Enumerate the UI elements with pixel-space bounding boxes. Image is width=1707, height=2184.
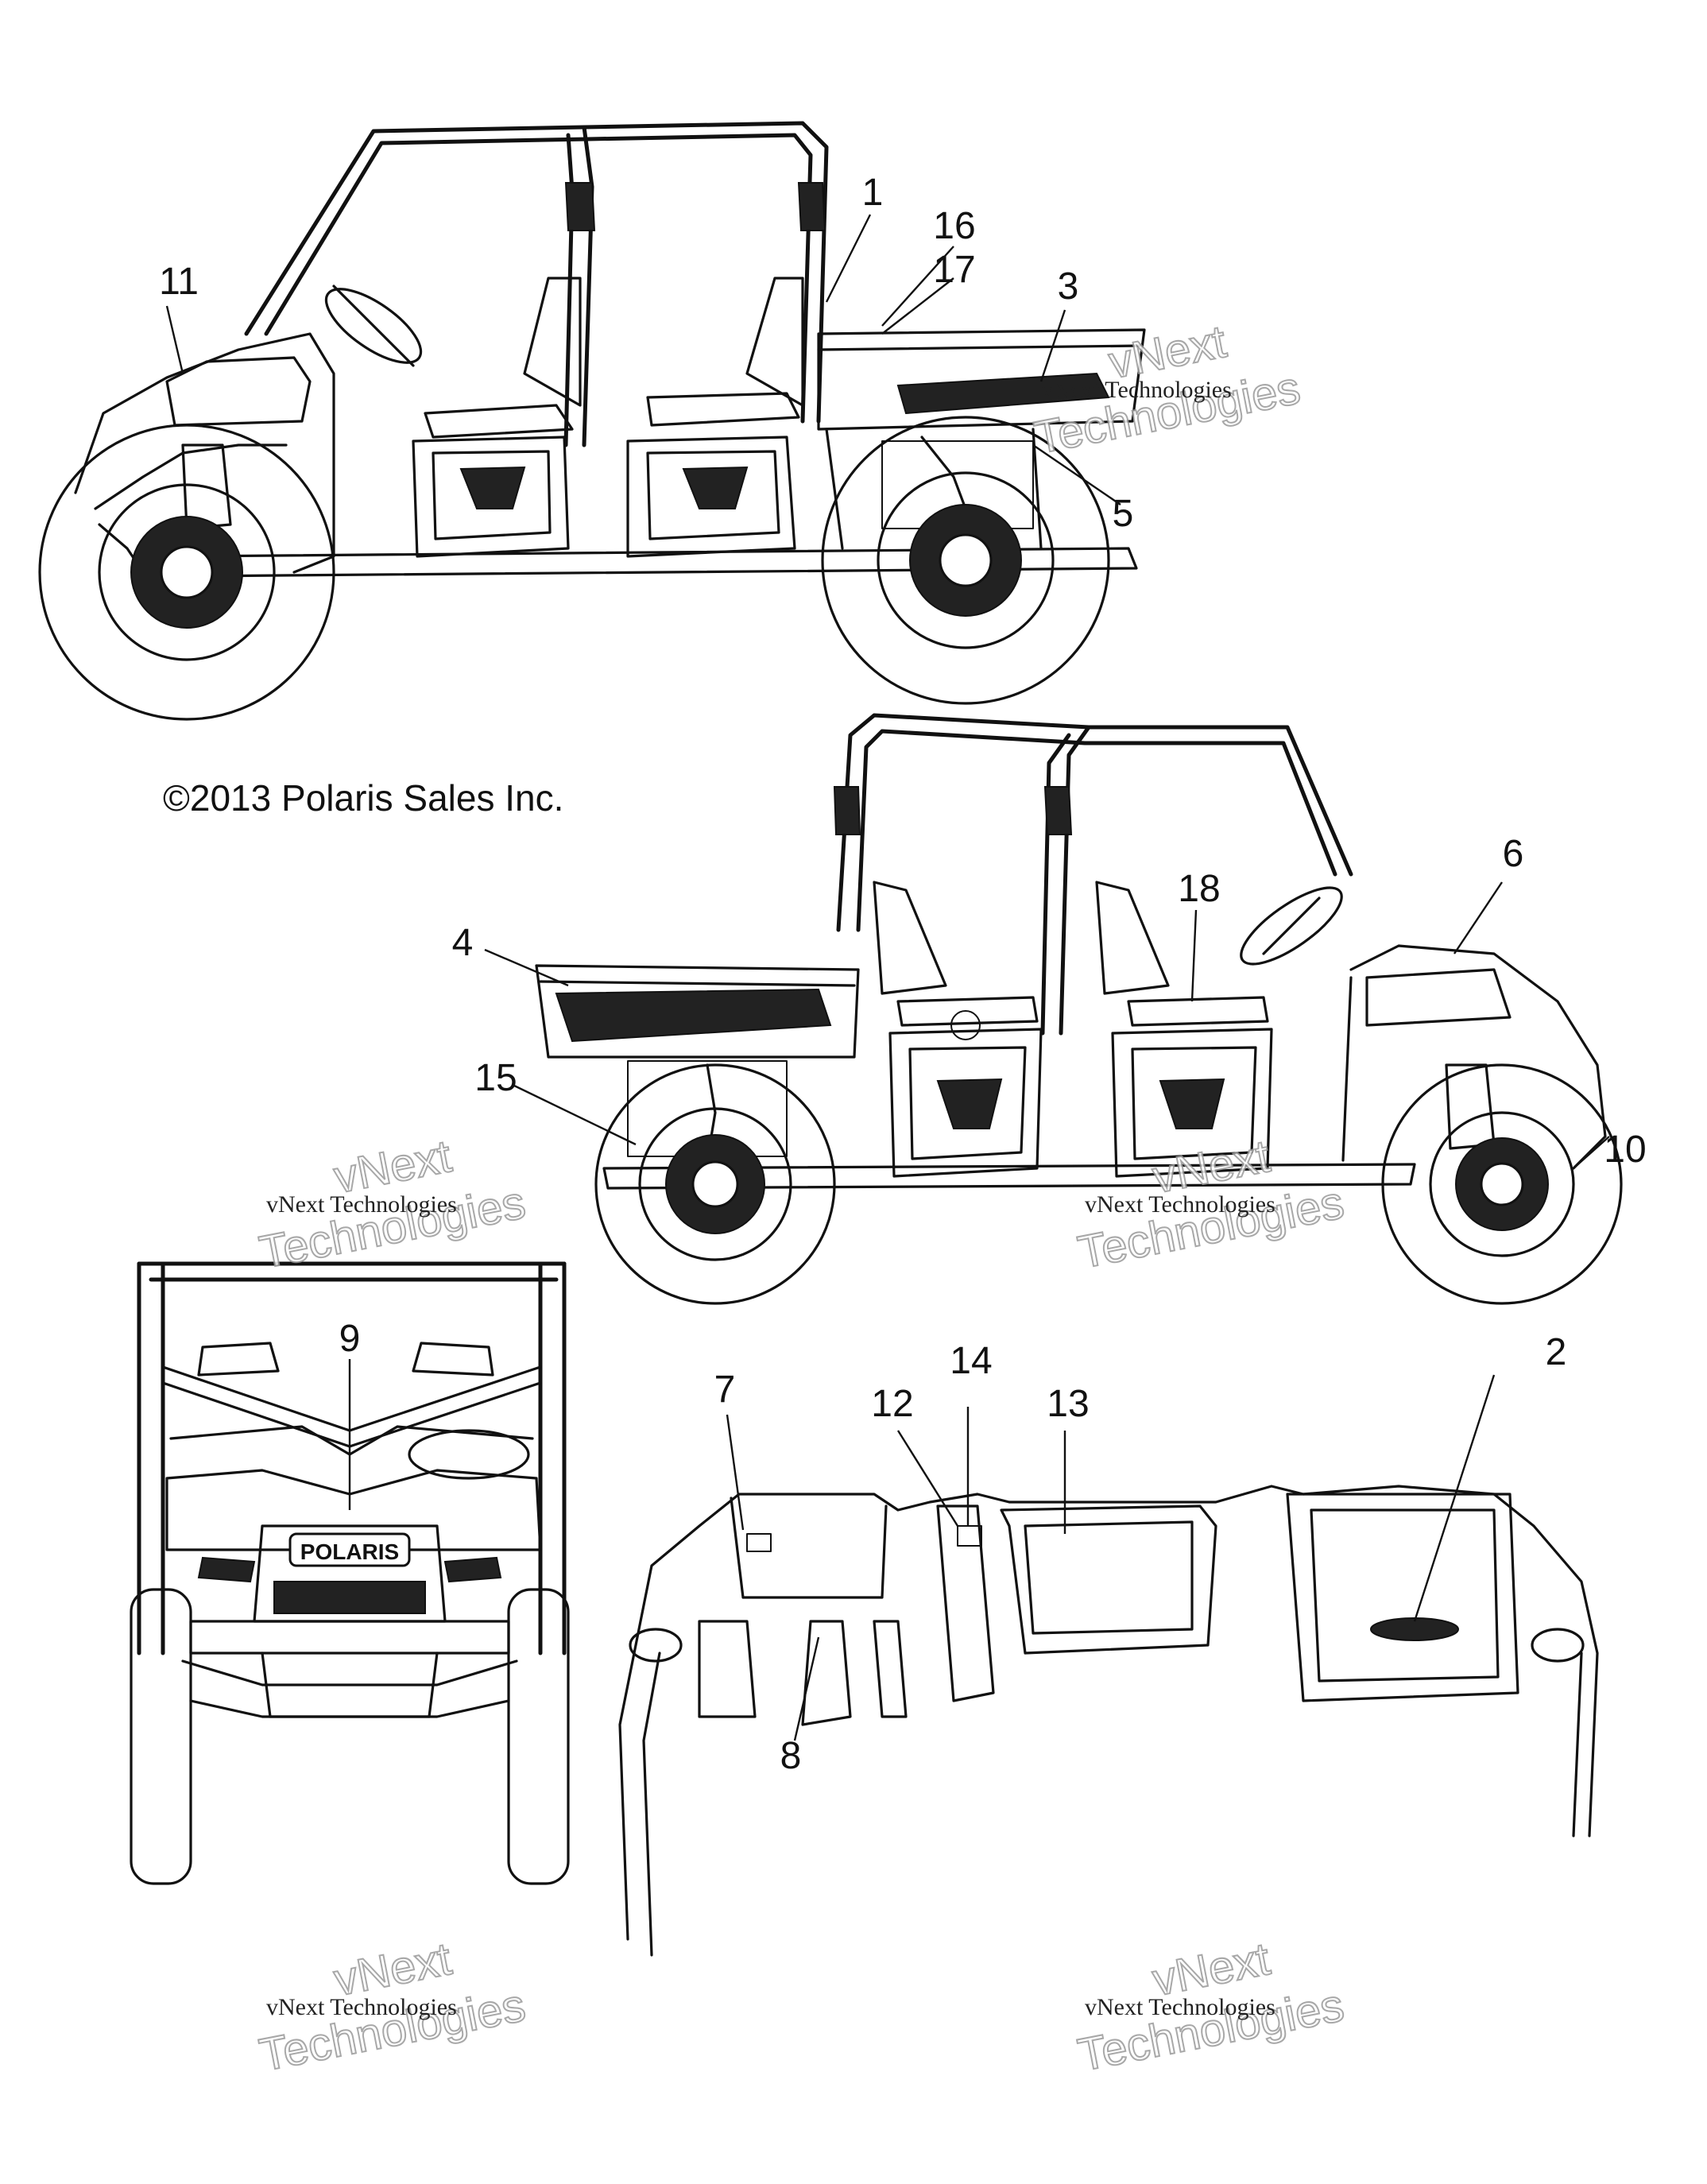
copyright-notice: ©2013 Polaris Sales Inc. [163, 777, 563, 819]
callout-5: 5 [1113, 493, 1134, 535]
svg-text:vNext Technologies: vNext Technologies [266, 1191, 457, 1218]
callout-13: 13 [1047, 1383, 1089, 1425]
svg-text:vNext Technologies: vNext Technologies [1085, 1191, 1275, 1218]
callout-14: 14 [950, 1340, 992, 1382]
watermark-1: vNext Technologies vNext Technologies [1029, 315, 1305, 465]
svg-text:vNext Technologies: vNext Technologies [266, 1994, 457, 2020]
watermark-3: vNext Technologies vNext Technologies [1073, 1129, 1349, 1280]
callout-12: 12 [871, 1383, 913, 1425]
svg-text:vNext Technologies: vNext Technologies [1085, 1994, 1275, 2020]
leader-lines [165, 214, 1610, 1741]
callout-15: 15 [474, 1057, 517, 1099]
callout-3: 3 [1058, 265, 1079, 308]
polaris-badge-text: POLARIS [300, 1539, 399, 1564]
side-view-right [535, 713, 1623, 1305]
watermark-2: vNext Technologies vNext Technologies [254, 1129, 530, 1280]
callout-18: 18 [1178, 868, 1220, 910]
side-view-left [38, 121, 1146, 721]
callout-8: 8 [780, 1735, 802, 1777]
watermark-5: vNext Technologies vNext Technologies [1073, 1932, 1349, 2082]
watermark-4: vNext Technologies vNext Technologies [254, 1932, 530, 2082]
callout-10: 10 [1604, 1129, 1646, 1171]
callout-labels: 1 2 3 4 5 6 7 8 9 10 11 12 13 14 15 16 1… [159, 172, 1647, 1777]
callout-17: 17 [933, 249, 975, 291]
callout-16: 16 [933, 205, 975, 247]
svg-text:vNext Technologies: vNext Technologies [1041, 377, 1232, 403]
callout-4: 4 [452, 922, 474, 964]
front-view: POLARIS [130, 1261, 570, 1885]
callout-7: 7 [714, 1369, 736, 1411]
callout-6: 6 [1503, 833, 1524, 875]
callout-9: 9 [339, 1318, 361, 1360]
dashboard-view [618, 1485, 1599, 1957]
callout-1: 1 [862, 172, 884, 214]
callout-2: 2 [1546, 1331, 1567, 1373]
callout-11: 11 [159, 261, 199, 303]
